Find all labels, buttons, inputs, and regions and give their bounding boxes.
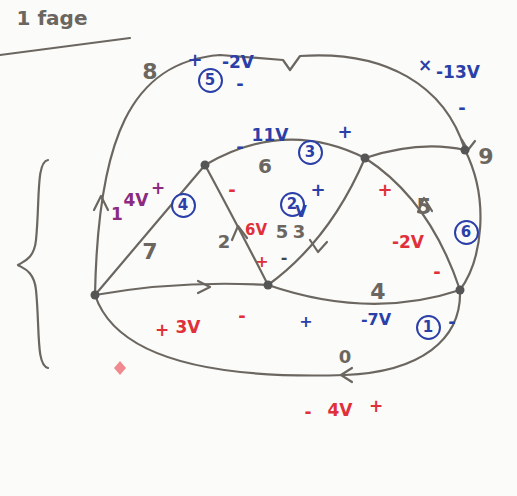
edge-line bbox=[268, 158, 365, 285]
edge-label: - bbox=[304, 404, 311, 421]
vertex-dot bbox=[264, 281, 273, 290]
edge-label: - bbox=[281, 250, 288, 266]
edge-label: + bbox=[310, 181, 325, 199]
callout-number: 4 bbox=[178, 198, 188, 213]
edge-label: 9 bbox=[478, 146, 493, 168]
callout-circle: 3 bbox=[298, 140, 323, 165]
edge-label: + bbox=[255, 254, 268, 270]
heading-underline bbox=[0, 38, 130, 55]
edge-label: 3V bbox=[176, 319, 201, 336]
arrowhead bbox=[94, 196, 108, 210]
edge-label: - bbox=[433, 263, 440, 281]
callout-number: 3 bbox=[305, 145, 315, 160]
edge-label: -7V bbox=[361, 312, 391, 328]
edge-label: 0 bbox=[339, 348, 352, 366]
edge-label: × bbox=[418, 57, 432, 74]
arrowhead bbox=[310, 240, 327, 252]
edge-label: - bbox=[236, 75, 243, 93]
edge-label: -13V bbox=[436, 64, 480, 81]
edge-label: 5 bbox=[416, 196, 431, 218]
callout-circle: 5 bbox=[198, 68, 223, 93]
edge-label: + bbox=[377, 181, 392, 199]
edge-line bbox=[365, 146, 465, 158]
edge-label: 3 bbox=[293, 223, 306, 241]
callout-number: 6 bbox=[461, 225, 471, 240]
vertex-dot bbox=[456, 286, 465, 295]
edge-label: 1 fage bbox=[17, 8, 88, 28]
edge-label: 6V bbox=[245, 223, 267, 238]
edge-label: 2 bbox=[218, 233, 231, 251]
vertex-dot bbox=[201, 161, 210, 170]
edge-label: -2V bbox=[392, 234, 424, 251]
arrowhead bbox=[341, 368, 352, 382]
vertex-dot bbox=[461, 146, 470, 155]
edge-label: - bbox=[238, 307, 245, 325]
callout-number: 1 bbox=[423, 320, 433, 335]
edge-label: 1 bbox=[111, 206, 123, 223]
edge-label: 11V bbox=[252, 127, 289, 144]
edge-label: - bbox=[458, 99, 465, 117]
edge-label: 4V bbox=[328, 402, 353, 419]
bracket bbox=[18, 160, 48, 368]
callout-circle: 6 bbox=[454, 220, 479, 245]
arrowhead bbox=[198, 281, 210, 293]
arrowhead bbox=[232, 226, 247, 240]
edge-label: + bbox=[151, 180, 165, 197]
edge-label: V bbox=[295, 205, 307, 220]
edge-line bbox=[95, 165, 205, 295]
edge-line bbox=[95, 284, 268, 295]
edge-label: + bbox=[369, 398, 383, 415]
edge-label: - bbox=[228, 181, 235, 199]
mark bbox=[114, 361, 126, 375]
edge-label: 7 bbox=[142, 241, 157, 263]
edge-label: 4 bbox=[370, 281, 385, 303]
vertex-dot bbox=[361, 154, 370, 163]
outer-edge bbox=[95, 55, 465, 295]
edge-label: 6 bbox=[258, 156, 272, 176]
callout-circle: 4 bbox=[171, 193, 196, 218]
edge-label: 8 bbox=[142, 61, 157, 83]
edge-label: -2V bbox=[222, 54, 254, 71]
callout-circle: 1 bbox=[416, 315, 441, 340]
vertex-dot bbox=[91, 291, 100, 300]
edge-line bbox=[95, 290, 460, 376]
edge-label: 4V bbox=[124, 192, 149, 209]
edge-line bbox=[268, 285, 460, 304]
edge-line bbox=[365, 158, 460, 290]
callout-number: 5 bbox=[205, 73, 215, 88]
edge-label: + bbox=[337, 123, 352, 141]
edge-label: 5 bbox=[276, 223, 289, 241]
edge-label: - bbox=[448, 313, 455, 331]
edge-label: + bbox=[187, 51, 202, 69]
edge-label: + bbox=[299, 314, 312, 330]
edge-label: - bbox=[236, 138, 243, 156]
edge-line bbox=[205, 165, 268, 285]
edge-label: + bbox=[155, 322, 169, 339]
